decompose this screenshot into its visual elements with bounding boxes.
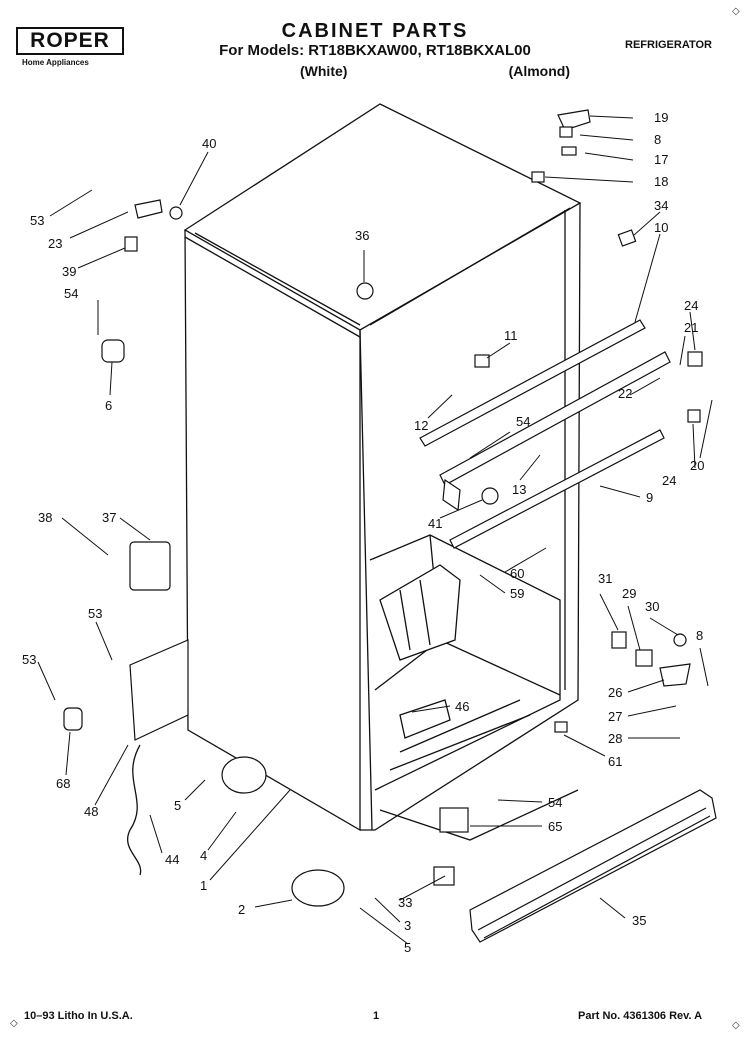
callout-24-bottom: 24 [662,473,676,488]
callout-28: 28 [608,731,622,746]
callout-65: 65 [548,819,562,834]
callout-5-bottom: 5 [404,940,411,955]
color-variants: (White) (Almond) [300,63,570,79]
callout-53-mid: 53 [88,606,102,621]
callout-22: 22 [618,386,632,401]
callout-37: 37 [102,510,116,525]
callout-41: 41 [428,516,442,531]
callout-53-left: 53 [22,652,36,667]
callout-5-left: 5 [174,798,181,813]
callout-31: 31 [598,571,612,586]
callout-59: 59 [510,586,524,601]
callout-17: 17 [654,152,668,167]
callout-60: 60 [510,566,524,581]
callout-35: 35 [632,913,646,928]
brand-subtitle: Home Appliances [22,58,89,67]
callout-21: 21 [684,320,698,335]
callout-46: 46 [455,699,469,714]
callout-68: 68 [56,776,70,791]
callout-54-left: 54 [64,286,78,301]
callout-24-top: 24 [684,298,698,313]
variant-white: (White) [300,63,348,79]
callout-2: 2 [238,902,245,917]
callout-12: 12 [414,418,428,433]
variant-almond: (Almond) [508,63,570,79]
callout-38: 38 [38,510,52,525]
callout-9: 9 [646,490,653,505]
models-line: For Models: RT18BKXAW00, RT18BKXAL00 [219,42,531,59]
callout-53-top: 53 [30,213,44,228]
leader-lines [37,115,713,945]
callout-4: 4 [200,848,207,863]
callout-29: 29 [622,586,636,601]
cabinet-outline [183,103,582,841]
callout-19: 19 [654,110,668,125]
callout-13: 13 [512,482,526,497]
litho-note: 10–93 Litho In U.S.A. [24,1010,133,1022]
callout-6: 6 [105,398,112,413]
roper-logo: ROPER [16,27,124,55]
category-label: REFRIGERATOR [625,39,712,51]
callout-34: 34 [654,198,668,213]
callout-8-right: 8 [696,628,703,643]
page-number: 1 [373,1010,380,1022]
callout-8-top: 8 [654,132,661,147]
callout-20: 20 [690,458,704,473]
callout-30: 30 [645,599,659,614]
callout-44: 44 [165,852,179,867]
callout-39: 39 [62,264,76,279]
rails [419,319,671,549]
corner-mark-bottom-left: ◇ [10,1018,18,1029]
page-title: CABINET PARTS [281,20,469,42]
part-number: Part No. 4361306 Rev. A [578,1010,703,1022]
corner-mark-top-right: ◇ [732,6,740,17]
callout-33: 33 [398,895,412,910]
brand-name: ROPER [30,29,110,52]
callout-1: 1 [200,878,207,893]
callout-48: 48 [84,804,98,819]
callout-61: 61 [608,754,622,769]
callout-54-bottom: 54 [548,795,562,810]
callout-27: 27 [608,709,622,724]
callout-18: 18 [654,174,668,189]
small-parts [63,109,717,943]
callout-3: 3 [404,918,411,933]
callout-10: 10 [654,220,668,235]
callout-40: 40 [202,136,216,151]
callout-23: 23 [48,236,62,251]
callout-54-mid: 54 [516,414,530,429]
power-cord [127,744,142,876]
corner-mark-bottom-right: ◇ [732,1020,740,1031]
callout-36: 36 [355,228,369,243]
callout-26: 26 [608,685,622,700]
callout-11: 11 [504,328,518,343]
callout-labels: 40 53 23 39 54 6 36 19 8 17 18 34 10 11 … [22,110,704,955]
